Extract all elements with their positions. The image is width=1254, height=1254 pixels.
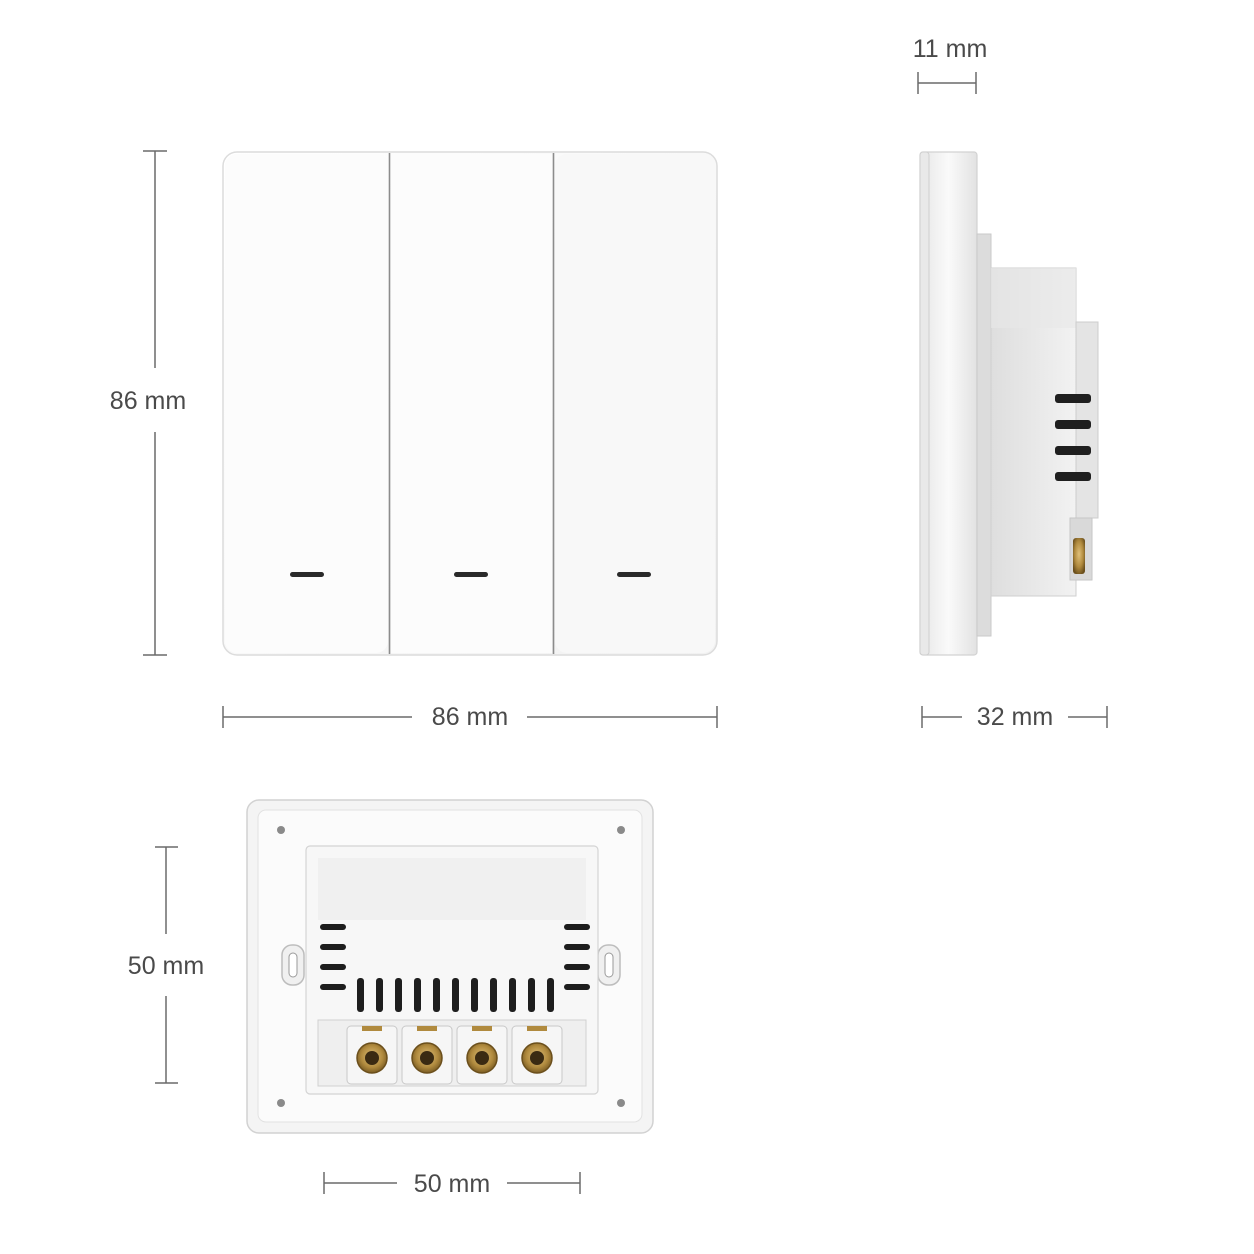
vent-slot [528,978,535,1012]
rocker-button-middle[interactable] [391,154,552,653]
vent-slot [547,978,554,1012]
vent-slot [320,924,346,930]
vent-slot [1055,446,1091,455]
side-total-depth-label: 32 mm [977,703,1053,731]
indicator-led [617,572,651,577]
vent-slot [414,978,421,1012]
vent-slot [452,978,459,1012]
mount-hole-icon [277,826,285,834]
side-plate-face [919,151,930,656]
mount-slot-left-hole [288,952,298,978]
vent-slot [1055,420,1091,429]
vent-slot [320,964,346,970]
terminal-contact [527,1026,547,1031]
terminal-screw-head [420,1051,434,1065]
indicator-led [454,572,488,577]
back-side-vents [320,924,590,990]
terminal-contact [472,1026,492,1031]
vent-slot [564,964,590,970]
back-height-dimension: 50 mm [128,846,204,1084]
mount-hole-icon [617,826,625,834]
back-vertical-vents [357,978,554,1012]
front-view [222,151,718,656]
vent-slot [564,944,590,950]
rocker-buttons [225,153,715,654]
vent-slot [1055,472,1091,481]
side-plate-depth-label: 11 mm [913,35,988,63]
indicator-leds [290,572,651,577]
terminal [456,1025,508,1085]
terminal [401,1025,453,1085]
vent-slot [509,978,516,1012]
terminals [346,1025,563,1085]
vent-slot [471,978,478,1012]
terminal-contact [417,1026,437,1031]
terminal-contact [362,1026,382,1031]
side-total-depth-dimension: 32 mm [921,703,1108,731]
back-width-label: 50 mm [414,1170,490,1198]
terminal-screw-head [365,1051,379,1065]
vent-slot [320,984,346,990]
indicator-led [290,572,324,577]
front-width-dimension: 86 mm [222,703,718,731]
back-width-dimension: 50 mm [323,1170,581,1198]
vent-slot [1055,394,1091,403]
front-height-dimension: 86 mm [110,150,186,656]
front-width-label: 86 mm [432,703,508,731]
vent-slot [564,924,590,930]
vent-slot [357,978,364,1012]
back-height-label: 50 mm [128,952,204,980]
side-mount-flange [976,233,992,637]
vent-slot [564,984,590,990]
vent-slot [376,978,383,1012]
mount-hole-icon [617,1099,625,1107]
vent-slot [320,944,346,950]
vent-slot [433,978,440,1012]
vent-slot [395,978,402,1012]
rocker-button-right[interactable] [555,154,715,653]
mount-hole-icon [277,1099,285,1107]
terminal [511,1025,563,1085]
terminal [346,1025,398,1085]
back-module-top [318,858,586,920]
mount-slot-right-hole [604,952,614,978]
side-body-shade [991,268,1076,328]
rocker-button-left[interactable] [225,154,388,653]
side-plate-depth-dimension: 11 mm [913,35,988,94]
side-view [919,151,1099,656]
back-view [246,799,654,1134]
side-terminal-screw-icon [1073,538,1085,574]
terminal-screw-head [530,1051,544,1065]
front-height-label: 86 mm [110,387,186,415]
side-vent-slots [1055,394,1091,481]
terminal-screw-head [475,1051,489,1065]
vent-slot [490,978,497,1012]
